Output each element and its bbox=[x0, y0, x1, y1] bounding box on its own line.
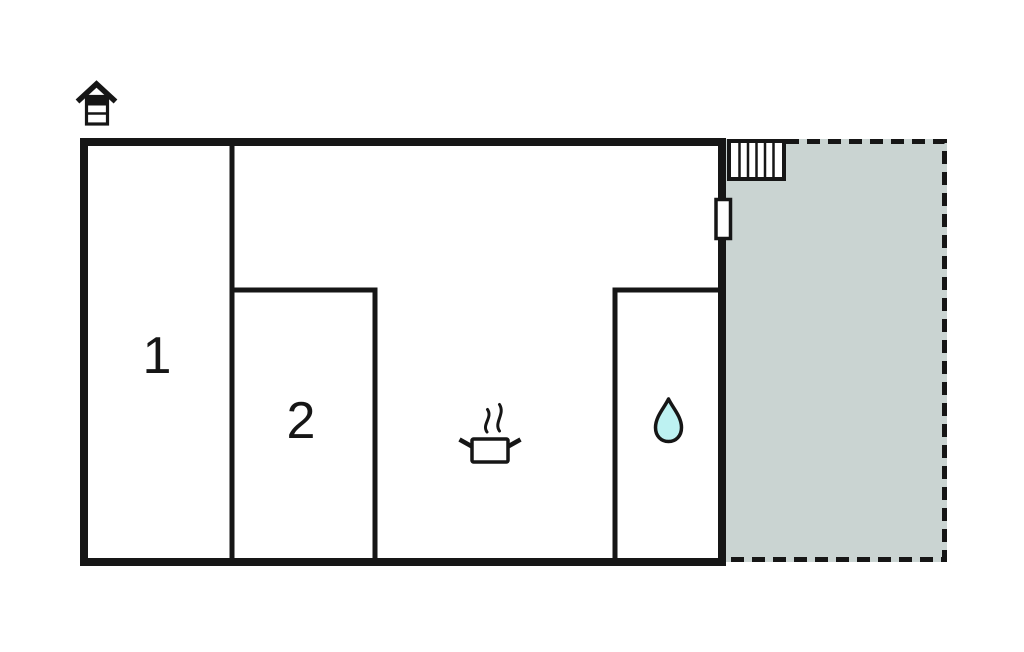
terrace-dashed-border bbox=[728, 139, 947, 562]
steam-line bbox=[496, 403, 503, 433]
terrace-area bbox=[726, 139, 947, 562]
room-1-label: 1 bbox=[143, 327, 172, 385]
house-icon-roof bbox=[75, 80, 118, 104]
house-outline bbox=[80, 138, 726, 566]
pot-handle-right bbox=[506, 437, 522, 449]
pot-body bbox=[470, 437, 510, 464]
cooking-pot-icon bbox=[458, 403, 522, 464]
house-icon-band bbox=[85, 95, 109, 106]
door-opening bbox=[714, 197, 733, 241]
room-2-label: 2 bbox=[287, 392, 316, 450]
steam-line bbox=[484, 408, 491, 434]
terrace-fill bbox=[726, 139, 947, 562]
water-drop-icon bbox=[653, 397, 684, 444]
stairs-icon bbox=[727, 139, 786, 181]
bathroom-partition-walls bbox=[612, 287, 718, 558]
house-orientation-icon bbox=[75, 80, 118, 126]
room-2-partition-walls bbox=[234, 287, 378, 558]
pot-handle-left bbox=[458, 437, 474, 449]
